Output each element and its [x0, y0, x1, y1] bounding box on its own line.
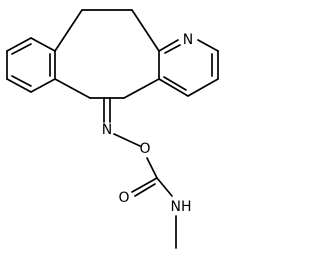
amide-nitrogen-label: NH [171, 199, 192, 215]
bond [30, 37, 56, 52]
bond-lines [6, 9, 219, 249]
bond [30, 78, 56, 93]
bond [146, 157, 158, 179]
bond [113, 133, 141, 147]
bond [11, 43, 32, 55]
carbonyl-oxygen-label: O [118, 190, 129, 206]
bond [6, 37, 32, 52]
bond [131, 177, 158, 193]
bond [158, 78, 189, 97]
bond [123, 78, 160, 99]
bond [197, 39, 219, 52]
bond [54, 9, 83, 52]
oxime-oxygen-label: O [139, 141, 150, 157]
bond [54, 78, 91, 99]
ring-nitrogen-label: N [183, 32, 193, 48]
bond [6, 78, 32, 93]
bond [131, 9, 160, 52]
bond [187, 78, 219, 97]
chemical-structure-diagram: N N O O NH [6, 9, 219, 249]
bond [163, 76, 187, 91]
bond [158, 39, 179, 52]
bond [11, 75, 32, 87]
oxime-nitrogen-label: N [102, 122, 112, 138]
bond [134, 183, 156, 197]
atom-labels: N N O O NH [102, 32, 193, 215]
bond [164, 44, 181, 54]
bond [156, 177, 173, 197]
